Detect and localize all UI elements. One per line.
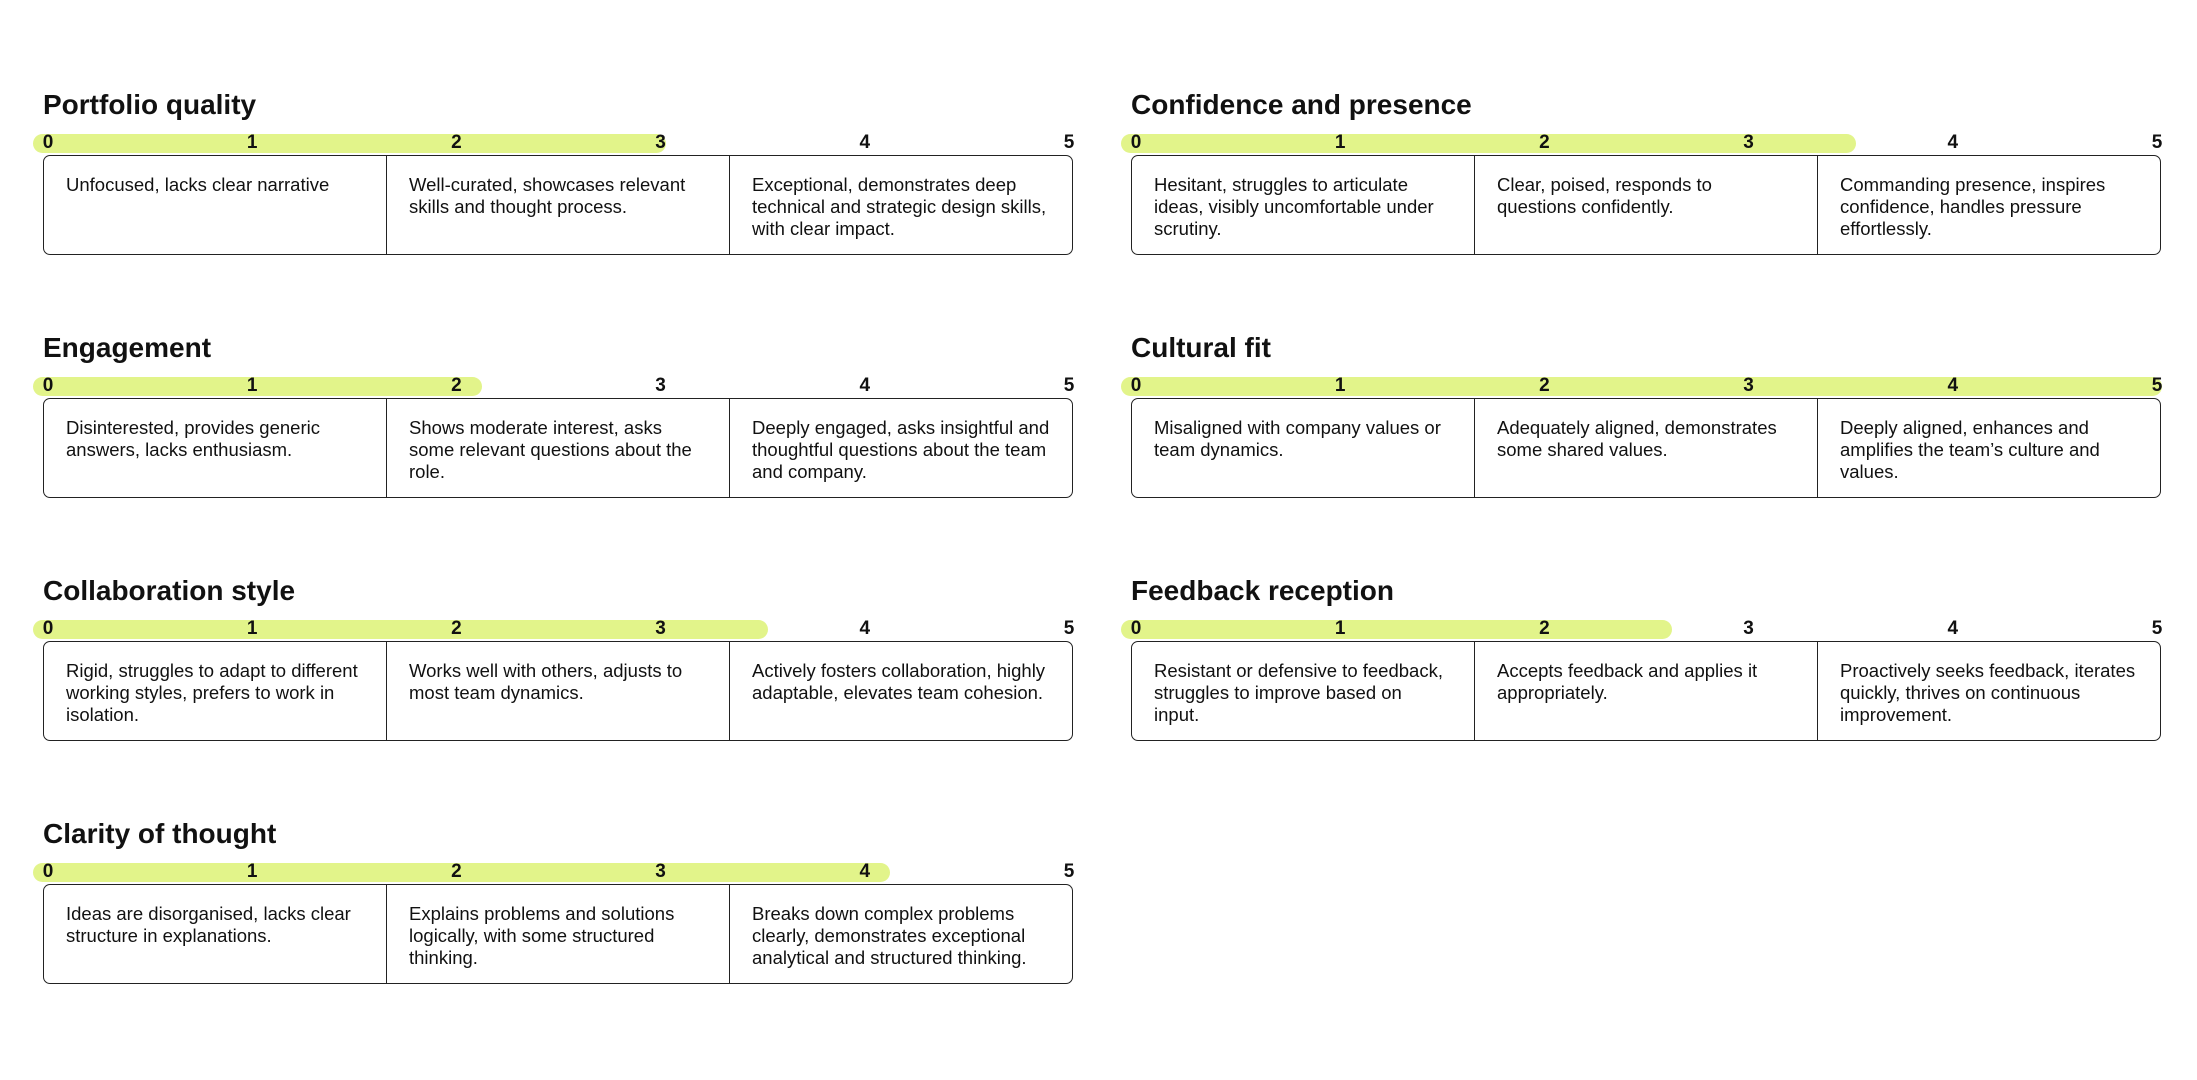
scale-tick-4: 4 — [1947, 618, 1959, 639]
scale-tick-4: 4 — [859, 861, 871, 882]
scale-tick-3: 3 — [1743, 618, 1754, 639]
description-cell: Misaligned with company values or team d… — [1154, 417, 1441, 460]
scale-tick-0: 0 — [42, 618, 54, 639]
criterion-title: Engagement — [43, 332, 212, 363]
criterion-title: Confidence and presence — [1131, 89, 1472, 120]
description-cell: Well-curated, showcases relevant skills … — [386, 156, 729, 254]
scale-tick-3: 3 — [655, 861, 666, 882]
rating-scale: 0 1 2 3 4 5 — [33, 618, 1074, 640]
description-cell: Unfocused, lacks clear narrative — [66, 174, 330, 195]
description-table: Ideas are disorganised, lacks clear stru… — [43, 884, 1073, 984]
scale-tick-1: 1 — [1334, 618, 1346, 639]
scale-tick-4: 4 — [859, 132, 871, 153]
description-table: Resistant or defensive to feedback, stru… — [1131, 641, 2161, 741]
scale-tick-5: 5 — [1063, 861, 1075, 882]
description-cell: Deeply engaged, asks insightful and thou… — [729, 399, 1072, 497]
scale-tick-4: 4 — [1947, 375, 1959, 396]
scale-tick-0: 0 — [42, 861, 54, 882]
description-cell: Actively fosters collaboration, highly a… — [729, 642, 1072, 740]
rating-fill — [1121, 134, 1856, 153]
description-table: Misaligned with company values or team d… — [1131, 398, 2161, 498]
scale-tick-3: 3 — [655, 618, 666, 639]
scale-tick-2: 2 — [1539, 132, 1550, 153]
description-cell: Shows moderate interest, asks some relev… — [386, 399, 729, 497]
scale-tick-0: 0 — [1130, 375, 1142, 396]
scale-tick-1: 1 — [246, 375, 258, 396]
description-table: Rigid, struggles to adapt to different w… — [43, 641, 1073, 741]
scale-tick-0: 0 — [42, 375, 54, 396]
scale-tick-2: 2 — [451, 618, 462, 639]
description-cell: Deeply aligned, enhances and amplifies t… — [1817, 399, 2160, 497]
description-table: Unfocused, lacks clear narrative Well-cur… — [43, 155, 1073, 255]
description-cell: Proactively seeks feedback, iterates qui… — [1817, 642, 2160, 740]
description-cell: Ideas are disorganised, lacks clear stru… — [66, 903, 351, 946]
scale-tick-5: 5 — [2151, 375, 2163, 396]
rating-scale: 0 1 2 3 4 5 — [1121, 132, 2162, 154]
rating-scale: 0 1 2 3 4 5 — [1121, 618, 2162, 640]
description-cell: Breaks down complex problems clearly, de… — [729, 885, 1072, 983]
rating-fill — [33, 620, 768, 639]
scale-tick-1: 1 — [246, 861, 258, 882]
rating-scale: 0 1 2 3 4 5 — [33, 375, 1074, 397]
scale-tick-4: 4 — [859, 375, 871, 396]
scale-tick-2: 2 — [1539, 375, 1550, 396]
scale-tick-5: 5 — [2151, 618, 2163, 639]
scale-tick-2: 2 — [451, 132, 462, 153]
description-cell: Resistant or defensive to feedback, stru… — [1154, 660, 1443, 725]
description-cell: Adequately aligned, demonstrates some sh… — [1474, 399, 1817, 497]
rating-fill — [33, 863, 891, 882]
scale-tick-1: 1 — [246, 618, 258, 639]
scale-tick-3: 3 — [1743, 375, 1754, 396]
scale-tick-1: 1 — [1334, 375, 1346, 396]
description-table: Disinterested, provides generic answers,… — [43, 398, 1073, 498]
scale-tick-5: 5 — [1063, 375, 1075, 396]
scale-tick-1: 1 — [1334, 132, 1346, 153]
description-cell: Accepts feedback and applies it appropri… — [1474, 642, 1817, 740]
rating-fill — [33, 134, 666, 153]
scale-tick-5: 5 — [2151, 132, 2163, 153]
criterion-title: Feedback reception — [1131, 575, 1394, 606]
rating-fill — [1121, 377, 2162, 396]
rating-scale: 0 1 2 3 4 5 — [33, 132, 1074, 154]
scale-tick-2: 2 — [1539, 618, 1550, 639]
scale-tick-3: 3 — [1743, 132, 1754, 153]
description-cell: Works well with others, adjusts to most … — [386, 642, 729, 740]
description-cell: Rigid, struggles to adapt to different w… — [66, 660, 358, 725]
scale-tick-4: 4 — [1947, 132, 1959, 153]
description-table: Hesitant, struggles to articulate ideas,… — [1131, 155, 2161, 255]
scale-tick-0: 0 — [42, 132, 54, 153]
criterion-title: Portfolio quality — [43, 89, 257, 120]
rating-fill — [1121, 620, 1672, 639]
rating-fill — [33, 377, 482, 396]
criterion-title: Cultural fit — [1131, 332, 1271, 363]
scale-tick-5: 5 — [1063, 132, 1075, 153]
scale-tick-1: 1 — [246, 132, 258, 153]
scale-tick-2: 2 — [451, 375, 462, 396]
scale-tick-3: 3 — [655, 132, 666, 153]
description-cell: Clear, poised, responds to questions con… — [1474, 156, 1817, 254]
scale-tick-5: 5 — [1063, 618, 1075, 639]
scale-tick-0: 0 — [1130, 132, 1142, 153]
criterion-title: Collaboration style — [43, 575, 296, 606]
description-cell: Exceptional, demonstrates deep technical… — [729, 156, 1072, 254]
rating-scale: 0 1 2 3 4 5 — [33, 861, 1074, 883]
description-cell: Explains problems and solutions logicall… — [386, 885, 729, 983]
scale-tick-2: 2 — [451, 861, 462, 882]
description-cell: Hesitant, struggles to articulate ideas,… — [1154, 174, 1434, 239]
scale-tick-0: 0 — [1130, 618, 1142, 639]
description-cell: Commanding presence, inspires confidence… — [1817, 156, 2160, 254]
description-cell: Disinterested, provides generic answers,… — [66, 417, 320, 460]
criterion-title: Clarity of thought — [43, 818, 277, 849]
scale-tick-3: 3 — [655, 375, 666, 396]
scale-tick-4: 4 — [859, 618, 871, 639]
rating-scale: 0 1 2 3 4 5 — [1121, 375, 2162, 397]
